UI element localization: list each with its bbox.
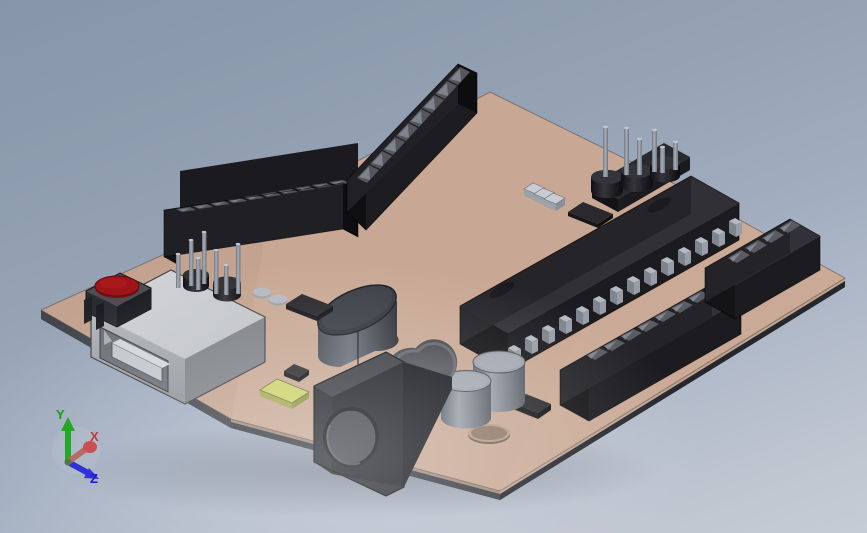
smd-pad-flat [568,202,613,228]
regulator-pins [603,125,678,177]
coordinate-triad[interactable] [52,417,100,479]
header-analog-8pin[interactable] [559,282,742,422]
capacitor-electrolytic-2[interactable] [440,370,492,429]
smd-yellow-component[interactable] [259,378,310,409]
icsp-pins [175,230,241,295]
pin-cluster-icsp[interactable] [175,230,287,306]
axis-label-z: Z [90,471,98,486]
voltage-regulator-group[interactable] [591,125,690,212]
smd-chip-small-1 [284,364,309,382]
mounting-hole-1 [468,424,510,444]
header-digital-8pin[interactable] [346,63,478,231]
header-power-6pin[interactable] [704,218,821,320]
axis-label-x: X [90,429,99,444]
smd-pad-crystal [286,294,333,321]
dc-barrel-jack[interactable] [313,339,458,497]
reset-button[interactable] [84,272,152,330]
smd-resistor-array [523,182,566,211]
axis-label-y: Y [56,407,65,422]
dip-ic-socket[interactable] [459,175,742,372]
header-digital-10pin[interactable] [163,143,359,266]
dip-socket-pins [508,218,742,364]
crystal-oscillator[interactable] [310,275,403,367]
